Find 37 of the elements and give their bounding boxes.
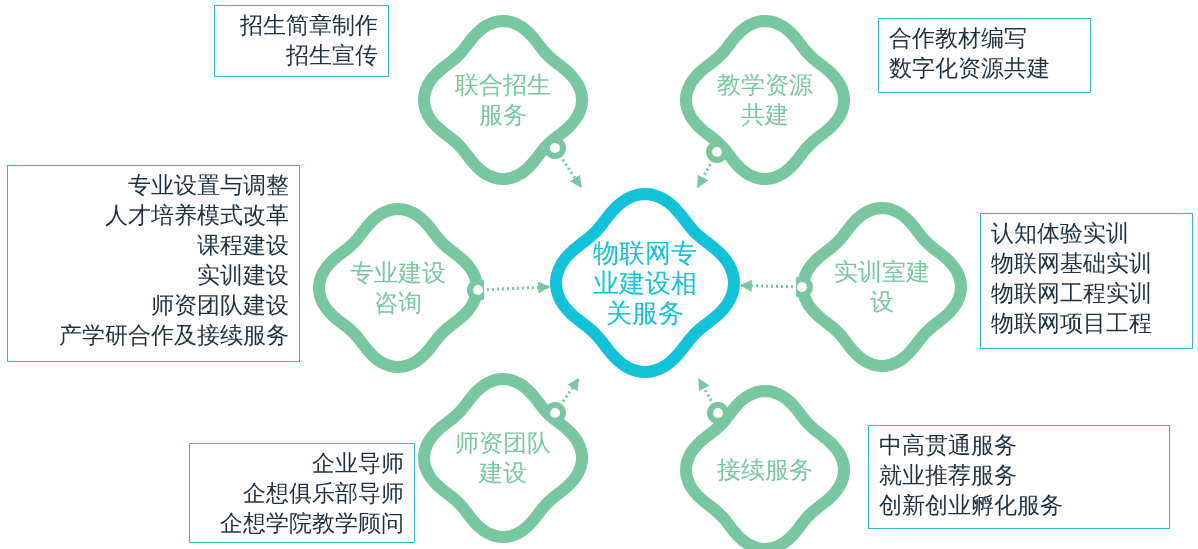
list-item: 认知体验实训: [991, 219, 1130, 248]
list-item: 合作教材编写: [889, 24, 1028, 53]
node-label: 物联网专业建设相关服务: [592, 238, 698, 328]
text-box: [189, 443, 415, 543]
text-box: [878, 18, 1091, 93]
list-item: 创新创业孵化服务: [879, 491, 1064, 520]
list-item: 企想俱乐部导师: [242, 479, 404, 508]
text-box: [214, 5, 389, 77]
list-item: 招生宣传: [285, 41, 378, 70]
list-item: 课程建设: [196, 231, 289, 260]
node-label: 专业建设咨询: [349, 258, 447, 318]
list-item: 物联网项目工程: [991, 309, 1153, 338]
list-item: 师资团队建设: [150, 291, 289, 320]
list-item: 物联网工程实训: [991, 279, 1153, 308]
list-item: 专业设置与调整: [127, 171, 289, 200]
list-item: 企想学院教学顾问: [219, 509, 404, 538]
node-label: 接续服务: [716, 455, 814, 485]
list-item: 数字化资源共建: [889, 54, 1051, 83]
text-box: [868, 425, 1170, 529]
node-label: 实训室建设: [833, 257, 931, 317]
list-item: 实训建设: [196, 261, 289, 290]
node-label: 师资团队建设: [454, 428, 552, 488]
list-item: 就业推荐服务: [879, 461, 1018, 490]
arrow: [739, 279, 794, 292]
list-item: 产学研合作及接续服务: [58, 321, 289, 350]
text-box: [980, 213, 1193, 349]
list-item: 物联网基础实训: [991, 249, 1153, 278]
node-label: 联合招生服务: [454, 70, 552, 130]
list-item: 招生简章制作: [239, 11, 378, 40]
text-box: [7, 165, 300, 362]
arrow: [696, 159, 714, 189]
list-item: 中高贯通服务: [879, 431, 1018, 460]
arrow: [558, 154, 583, 188]
arrow: [486, 281, 551, 294]
list-item: 企业导师: [311, 449, 404, 478]
list-item: 人才培养模式改革: [104, 201, 289, 230]
node-label: 教学资源共建: [716, 70, 814, 130]
